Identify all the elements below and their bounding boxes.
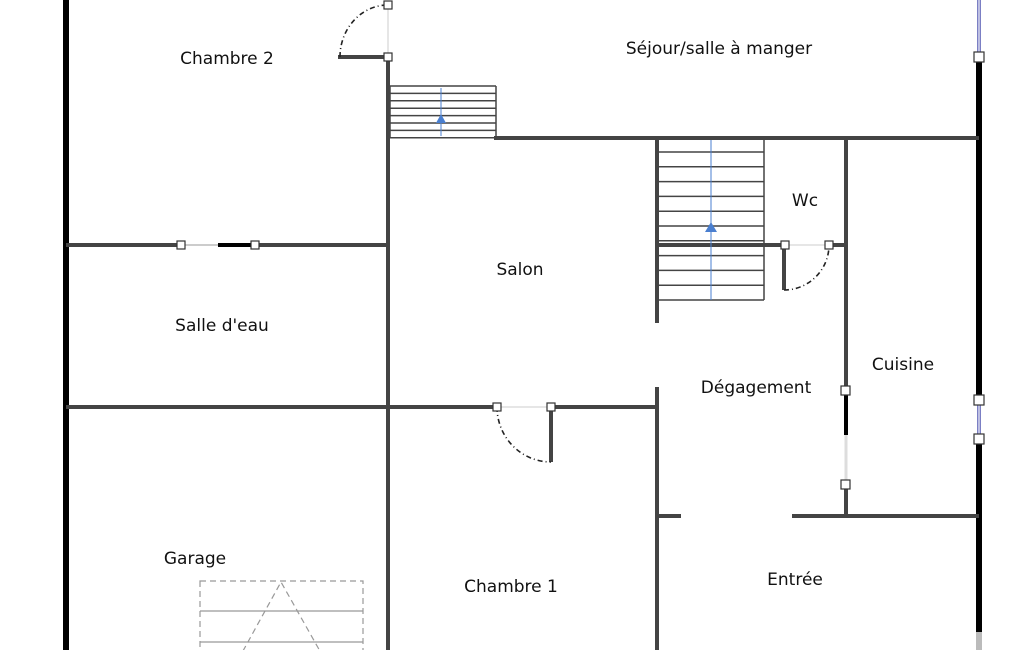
room-label-salle-deau: Salle d'eau [175, 316, 269, 336]
room-label-salon: Salon [496, 260, 543, 280]
staircase-main [659, 138, 765, 301]
stair-arrow-icon [436, 114, 446, 123]
room-label-chambre-1: Chambre 1 [464, 577, 558, 597]
room-label-entree: Entrée [767, 570, 823, 590]
window [973, 394, 985, 445]
room-label-garage: Garage [164, 549, 226, 569]
door-chambre-1[interactable] [492, 402, 556, 463]
room-label-wc: Wc [792, 191, 818, 211]
garage-door [199, 580, 364, 650]
door-jamb [840, 385, 851, 396]
door-jamb [840, 479, 851, 490]
room-label-chambre-2: Chambre 2 [180, 49, 274, 69]
room-label-sejour: Séjour/salle à manger [626, 39, 812, 59]
staircase-upper [389, 85, 497, 139]
door-chambre-2[interactable] [339, 0, 393, 62]
window [973, 0, 985, 63]
door-jamb [250, 240, 260, 250]
door-jamb [176, 240, 186, 250]
door-wc[interactable] [780, 240, 834, 291]
stair-arrow-icon [705, 222, 717, 232]
room-label-degagement: Dégagement [701, 378, 812, 398]
room-label-cuisine: Cuisine [872, 355, 934, 375]
